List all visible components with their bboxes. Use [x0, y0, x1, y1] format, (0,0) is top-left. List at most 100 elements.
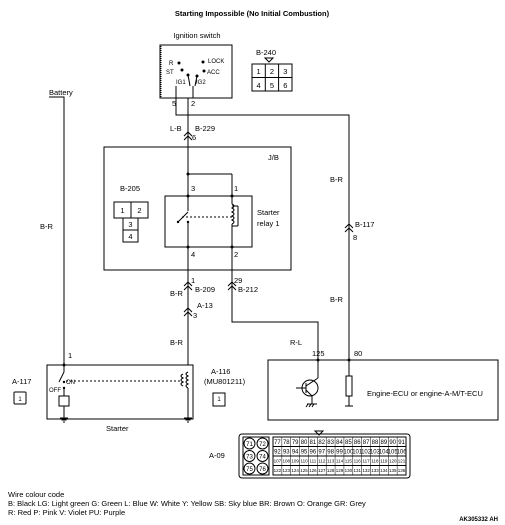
ecu-label: Engine-ECU or engine-A-M/T-ECU	[367, 389, 483, 398]
wire-b117-pin: 8	[353, 233, 357, 242]
a09-pin-118: 118	[371, 459, 379, 464]
legend-heading: Wire colour code	[8, 490, 64, 499]
a09-pin-106: 106	[397, 450, 408, 456]
battery-wire	[49, 96, 65, 365]
a09-pin-79: 79	[292, 440, 299, 446]
wire-ig-to-jb	[183, 98, 193, 148]
a09-pin-82: 82	[318, 440, 325, 446]
wire-rl: R-L	[290, 338, 302, 347]
a09-pin-72: 72	[259, 442, 266, 448]
connector-b240	[251, 63, 293, 92]
a09-pin-117: 117	[363, 459, 371, 464]
a09-pin-89: 89	[380, 440, 387, 446]
a09-pin-87: 87	[363, 440, 370, 446]
a09-pin-134: 134	[380, 468, 388, 473]
a09-pin-114: 114	[336, 459, 344, 464]
a09-pin-132: 132	[362, 468, 370, 473]
starter-internals	[58, 365, 190, 418]
starter-pin-1: 1	[68, 351, 72, 360]
a09-pin-104: 104	[379, 450, 390, 456]
a09-pin-74: 74	[259, 455, 266, 461]
connector-a116	[212, 392, 226, 407]
junction-block	[103, 146, 292, 271]
jb-label: J/B	[268, 153, 279, 162]
wire-br-battery: B-R	[40, 222, 54, 231]
jb-pin-1: 1	[234, 184, 238, 193]
a09-pin-113: 113	[327, 459, 335, 464]
a09-pin-93: 93	[283, 450, 290, 456]
ignition-switch-label: Ignition switch	[173, 31, 220, 40]
wire-b229-pin: 6	[192, 133, 196, 142]
ign-pos-lock: LOCK	[208, 59, 224, 65]
a09-pin-124: 124	[291, 468, 299, 473]
wire-br-right: B-R	[330, 175, 344, 184]
a09-pin-86: 86	[354, 440, 361, 446]
document-id: AK305332 AH	[459, 517, 498, 523]
jb-pin-2: 2	[234, 250, 238, 259]
connector-b205-label: B-205	[120, 184, 140, 193]
ground-icon	[184, 417, 192, 423]
connector-b205	[113, 201, 149, 243]
a09-pin-112: 112	[318, 459, 326, 464]
a09-pin-105: 105	[388, 450, 399, 456]
wire-ig-to-ecu	[175, 98, 354, 360]
connector-a117	[13, 391, 27, 405]
a09-pin-109: 109	[291, 459, 299, 464]
legend-line-2: R: Red P: Pink V: Violet PU: Purple	[8, 508, 125, 517]
wire-lb: L-B	[170, 124, 182, 133]
a09-pin-83: 83	[327, 440, 334, 446]
a09-pin-121: 121	[398, 459, 406, 464]
b205-cell-1: 1	[120, 206, 124, 215]
a09-pin-110: 110	[300, 459, 308, 464]
a117-cell-1: 1	[18, 397, 22, 403]
a09-pin-80: 80	[301, 440, 308, 446]
wire-b209-pin: 1	[191, 276, 195, 285]
wire-b212: B-212	[238, 285, 258, 294]
connector-b240-label: B-240	[256, 48, 276, 57]
a09-pin-123: 123	[283, 468, 291, 473]
a09-pin-100: 100	[343, 450, 354, 456]
b240-cell-6: 6	[283, 81, 287, 90]
connector-a09	[238, 433, 411, 479]
diagram-title: Starting Impossible (No Initial Combusti…	[175, 9, 330, 18]
ecu-pin-80: 80	[354, 349, 362, 358]
a09-pin-81: 81	[310, 440, 317, 446]
ign-pos-ig1: IG1	[176, 80, 186, 86]
a09-pin-97: 97	[318, 450, 325, 456]
ign-pos-acc: ACC	[207, 70, 220, 76]
a09-pin-126: 126	[309, 468, 317, 473]
a09-pin-95: 95	[301, 450, 308, 456]
relay-label-1: Starter	[257, 208, 280, 217]
a09-pin-71: 71	[246, 442, 253, 448]
starter-label: Starter	[106, 424, 129, 433]
a116-cell-1: 1	[217, 397, 221, 403]
a09-pin-98: 98	[327, 450, 334, 456]
a09-pin-136: 136	[398, 468, 406, 473]
a09-pin-111: 111	[309, 459, 316, 464]
a09-pin-135: 135	[389, 468, 397, 473]
ignition-switch	[159, 44, 233, 99]
a09-pin-84: 84	[336, 440, 343, 446]
b205-cell-2: 2	[137, 206, 141, 215]
a09-pin-99: 99	[336, 450, 343, 456]
wire-relay-to-ecu	[227, 270, 319, 360]
ecu-transistor-icon	[296, 360, 319, 408]
a09-pin-133: 133	[371, 468, 379, 473]
b240-cell-4: 4	[257, 81, 261, 90]
ecu-box	[267, 359, 499, 421]
wire-a13-pin: 3	[193, 311, 197, 320]
a09-pin-120: 120	[389, 459, 397, 464]
a09-pin-88: 88	[372, 440, 379, 446]
wire-b209: B-209	[195, 285, 215, 294]
a09-pin-116: 116	[354, 459, 362, 464]
wire-a13: A-13	[197, 301, 213, 310]
ecu-pin-125: 125	[312, 349, 325, 358]
b240-cell-1: 1	[257, 67, 261, 76]
a09-pin-101: 101	[352, 450, 363, 456]
a09-pin-128: 128	[327, 468, 335, 473]
ign-pos-ig2: IG2	[196, 80, 206, 86]
connector-b240-key-icon	[263, 57, 275, 63]
a09-pin-119: 119	[380, 459, 388, 464]
wire-b117: B-117	[355, 220, 374, 229]
